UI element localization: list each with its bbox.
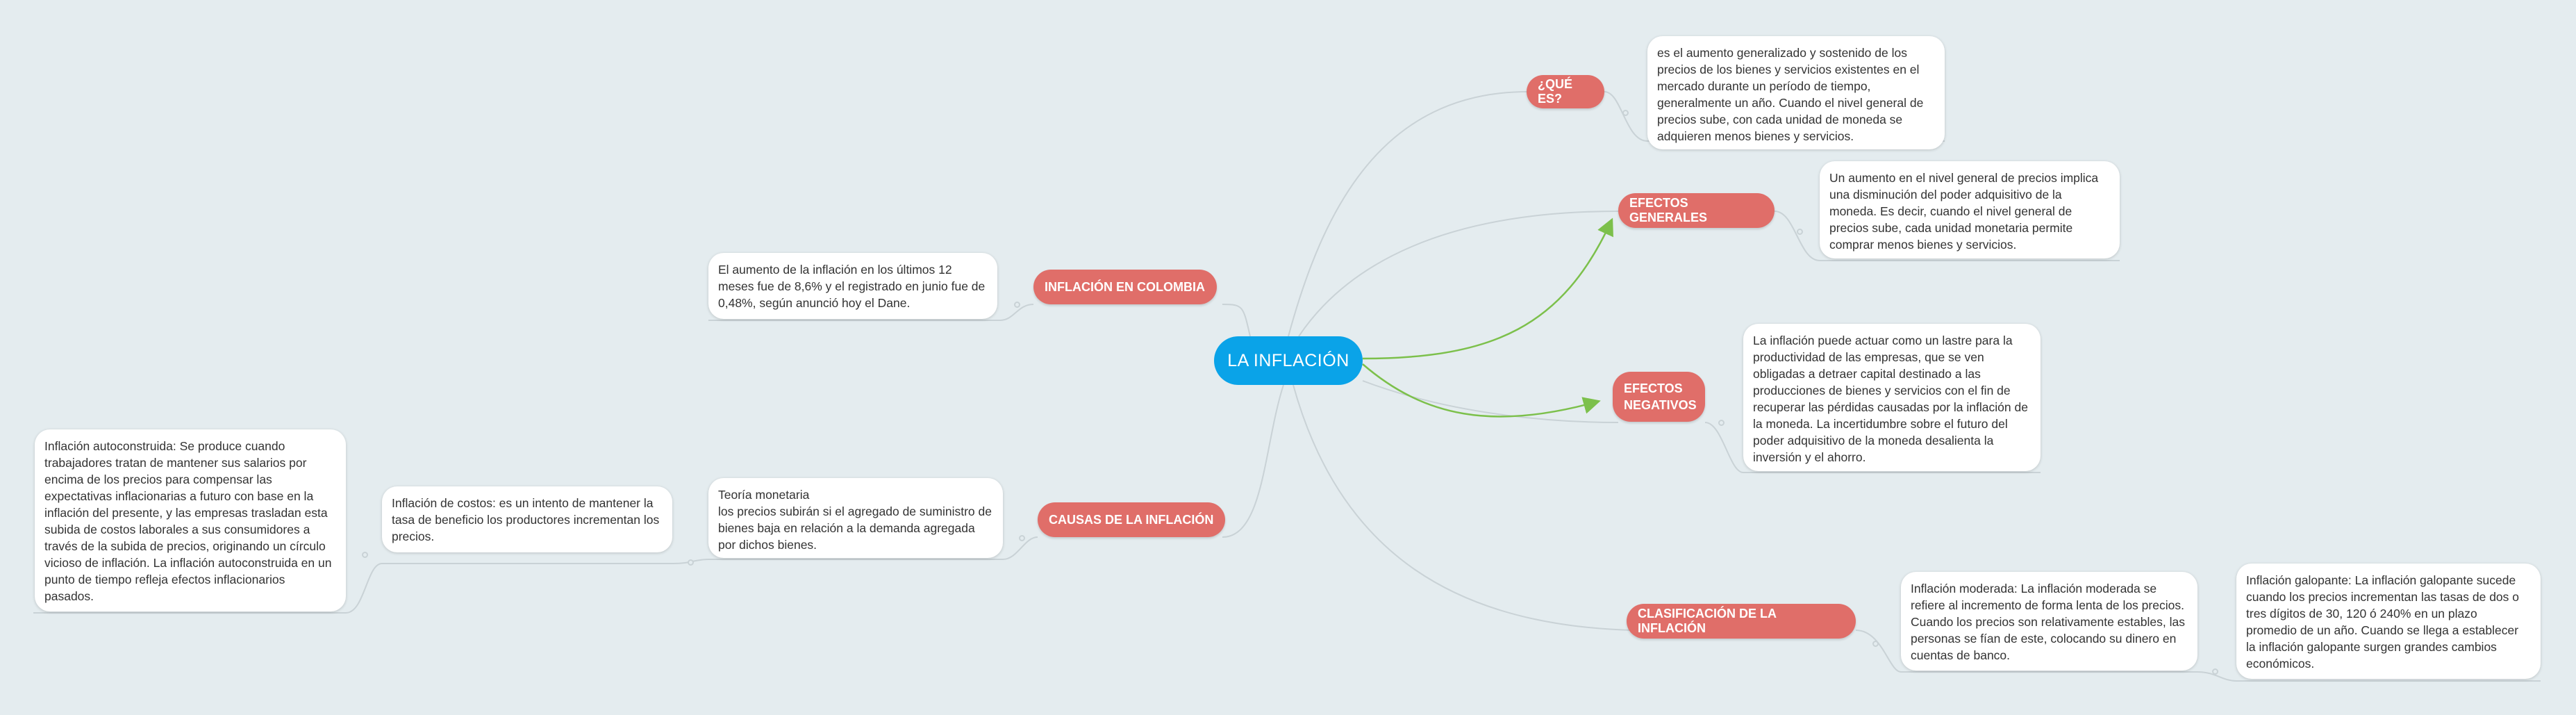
link-que-es [1288,91,1529,337]
note-colombia: El aumento de la inflación en los último… [708,253,997,319]
link-clasificacion [1293,384,1633,631]
note-inflacion-galopante: Inflación galopante: La inflación galopa… [2236,564,2541,679]
link-colombia-note [708,304,1034,321]
collapse-dot[interactable] [1019,535,1025,541]
topic-colombia[interactable]: INFLACIÓN EN COLOMBIA [1033,270,1217,304]
topic-causas[interactable]: CAUSAS DE LA INFLACIÓN [1038,502,1225,537]
link-causas-monetaria [708,536,1038,560]
topic-efectos-negativos[interactable]: EFECTOS NEGATIVOS [1613,372,1705,422]
collapse-dot[interactable] [1797,229,1803,235]
relationship-arrow-negativos [1362,363,1601,418]
note-inflacion-moderada: Inflación moderada: La inflación moderad… [1901,572,2197,671]
link-efectos-negativos-note [1704,422,2041,473]
link-efectos-negativos [1362,380,1619,423]
note-efectos-negativos: La inflación puede actuar como un lastre… [1743,324,2041,471]
link-colombia [1222,304,1251,337]
relationship-arrow-generales [1362,217,1613,360]
collapse-dot[interactable] [1872,641,1879,647]
topic-que-es[interactable]: ¿QUÉ ES? [1527,75,1604,108]
collapse-dot[interactable] [2212,668,2218,675]
note-inflacion-costos: Inflación de costos: es un intento de ma… [382,486,672,552]
link-moderada-galopante [2197,671,2541,682]
note-teoria-monetaria: Teoría monetaria los precios subirán si … [708,478,1003,558]
link-efectos-generales-note [1774,211,2120,261]
topic-efectos-generales[interactable]: EFECTOS GENERALES [1618,193,1775,228]
note-inflacion-autoconstruida: Inflación autoconstruida: Se produce cua… [35,429,346,611]
topic-clasificacion[interactable]: CLASIFICACIÓN DE LA INFLACIÓN [1627,604,1856,639]
note-efectos-generales: Un aumento en el nivel general de precio… [1820,161,2120,258]
collapse-dot[interactable] [362,552,368,558]
link-clasificacion-note [1855,630,2197,673]
link-causas [1222,384,1284,538]
central-topic[interactable]: LA INFLACIÓN [1214,336,1363,385]
link-que-es-note [1604,91,1945,142]
link-monetaria-costos [382,559,709,564]
link-costos-autoconstruida [33,563,383,614]
collapse-dot[interactable] [688,559,694,566]
collapse-dot[interactable] [1622,110,1629,116]
link-efectos-generales [1298,211,1619,337]
collapse-dot[interactable] [1014,302,1020,308]
collapse-dot[interactable] [1718,420,1725,426]
note-que-es: es el aumento generalizado y sostenido d… [1647,36,1945,149]
